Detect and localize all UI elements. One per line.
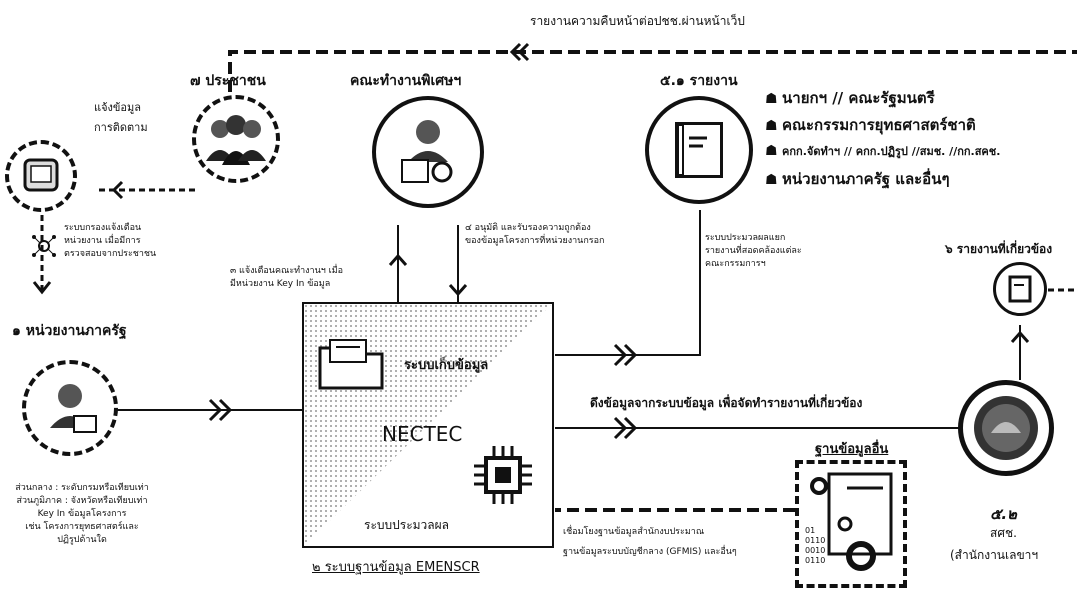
network-icon: [30, 232, 58, 260]
gov-agency-label: ๑ หน่วยงานภาครัฐ: [12, 323, 127, 339]
special-team-label: คณะทำงานพิเศษฯ: [350, 73, 462, 89]
special-team-circle: [372, 96, 484, 208]
recipient-item: ☗ นายกฯ // คณะรัฐมนตรี: [765, 89, 935, 107]
worker-icon: [401, 120, 453, 183]
recipient-item: ☗ หน่วยงานภาครัฐ และอื่นๆ: [765, 170, 950, 188]
book-icon: [675, 122, 723, 178]
user-icon: ☗: [765, 143, 783, 159]
nesdc-number: ๕.๒: [990, 505, 1017, 523]
citizen-circle: [192, 95, 280, 183]
user-icon: ☗: [765, 172, 783, 188]
feedback-label: รายงานความคืบหน้าต่อปชช.ผ่านหน้าเว็ป: [530, 14, 745, 28]
document-icon: [1008, 275, 1032, 303]
notify-note: แจ้งข้อมูล การติดตาม: [94, 101, 148, 134]
gov-agency-circle: [22, 360, 118, 456]
seal-emblem-icon: [974, 396, 1038, 460]
user-icon: ☗: [765, 91, 783, 107]
link-note: เชื่อมโยงฐานข้อมูลสำนักงบประมาณ ฐานข้อมู…: [563, 527, 737, 557]
people-icon: [206, 115, 266, 165]
gear-document-icon: [810, 472, 893, 571]
step3-note: ๓ แจ้งเตือนคณะทำงานฯ เมื่อ มีหน่วยงาน Ke…: [230, 266, 344, 289]
other-db-box: 01 0110 0010 0110: [795, 460, 907, 588]
processing-note: ระบบประมวลผลแยก รายงานที่สอดคล้องแต่ละ ค…: [705, 233, 802, 269]
nesdc-name: (สำนักงานเลขาฯ: [950, 548, 1039, 562]
report6-circle: [993, 262, 1047, 316]
central-system-box: ระบบเก็บข้อมูล NECTEC ระบบประมวลผล: [302, 302, 554, 548]
report51-label: ๕.๑ รายงาน: [660, 73, 738, 89]
collect-label: ระบบเก็บข้อมูล: [404, 358, 489, 373]
brand-label: NECTEC: [382, 422, 463, 446]
citizen-label: ๗ ประชาชน: [190, 73, 266, 89]
recipients-list: ☗ นายกฯ // คณะรัฐมนตรี ☗ คณะกรรมการยุทธศ…: [765, 86, 1000, 194]
binary-bits: 01 0110 0010 0110: [805, 526, 826, 565]
report51-circle: [645, 96, 753, 204]
nesdc-seal: [958, 380, 1054, 476]
folder-icon: [316, 334, 386, 396]
gov-agency-notes: ส่วนกลาง : ระดับกรมหรือเทียบเท่า ส่วนภูม…: [15, 483, 149, 545]
monitor-device-circle: [5, 140, 77, 212]
recipient-item: ☗ คกก.จัดทำฯ // คกก.ปฏิรูป //สมช. //กก.ส…: [765, 143, 1001, 159]
pull-data-label: ดึงข้อมูลจากระบบข้อมูล เพื่อจัดทำรายงานท…: [590, 396, 863, 410]
central-caption: ๒ ระบบฐานข้อมูล EMENSCR: [312, 560, 480, 575]
officer-icon: [50, 384, 97, 433]
report6-label: ๖ รายงานที่เกี่ยวข้อง: [945, 242, 1053, 256]
process-label: ระบบประมวลผล: [364, 518, 450, 532]
step4-note: ๔ อนุมัติ และรับรองความถูกต้อง ของข้อมูล…: [465, 223, 605, 246]
chip-icon: [472, 444, 534, 510]
user-icon: ☗: [765, 118, 783, 134]
monitor-system-note: ระบบกรองแจ้งเตือน หน่วยงาน เมื่อมีการ ตร…: [64, 223, 157, 259]
nesdc-abbr: สศช.: [990, 526, 1017, 540]
recipient-item: ☗ คณะกรรมการยุทธศาสตร์ชาติ: [765, 116, 976, 134]
tablet-icon: [23, 158, 59, 192]
other-db-title: ฐานข้อมูลอื่น: [815, 442, 889, 457]
